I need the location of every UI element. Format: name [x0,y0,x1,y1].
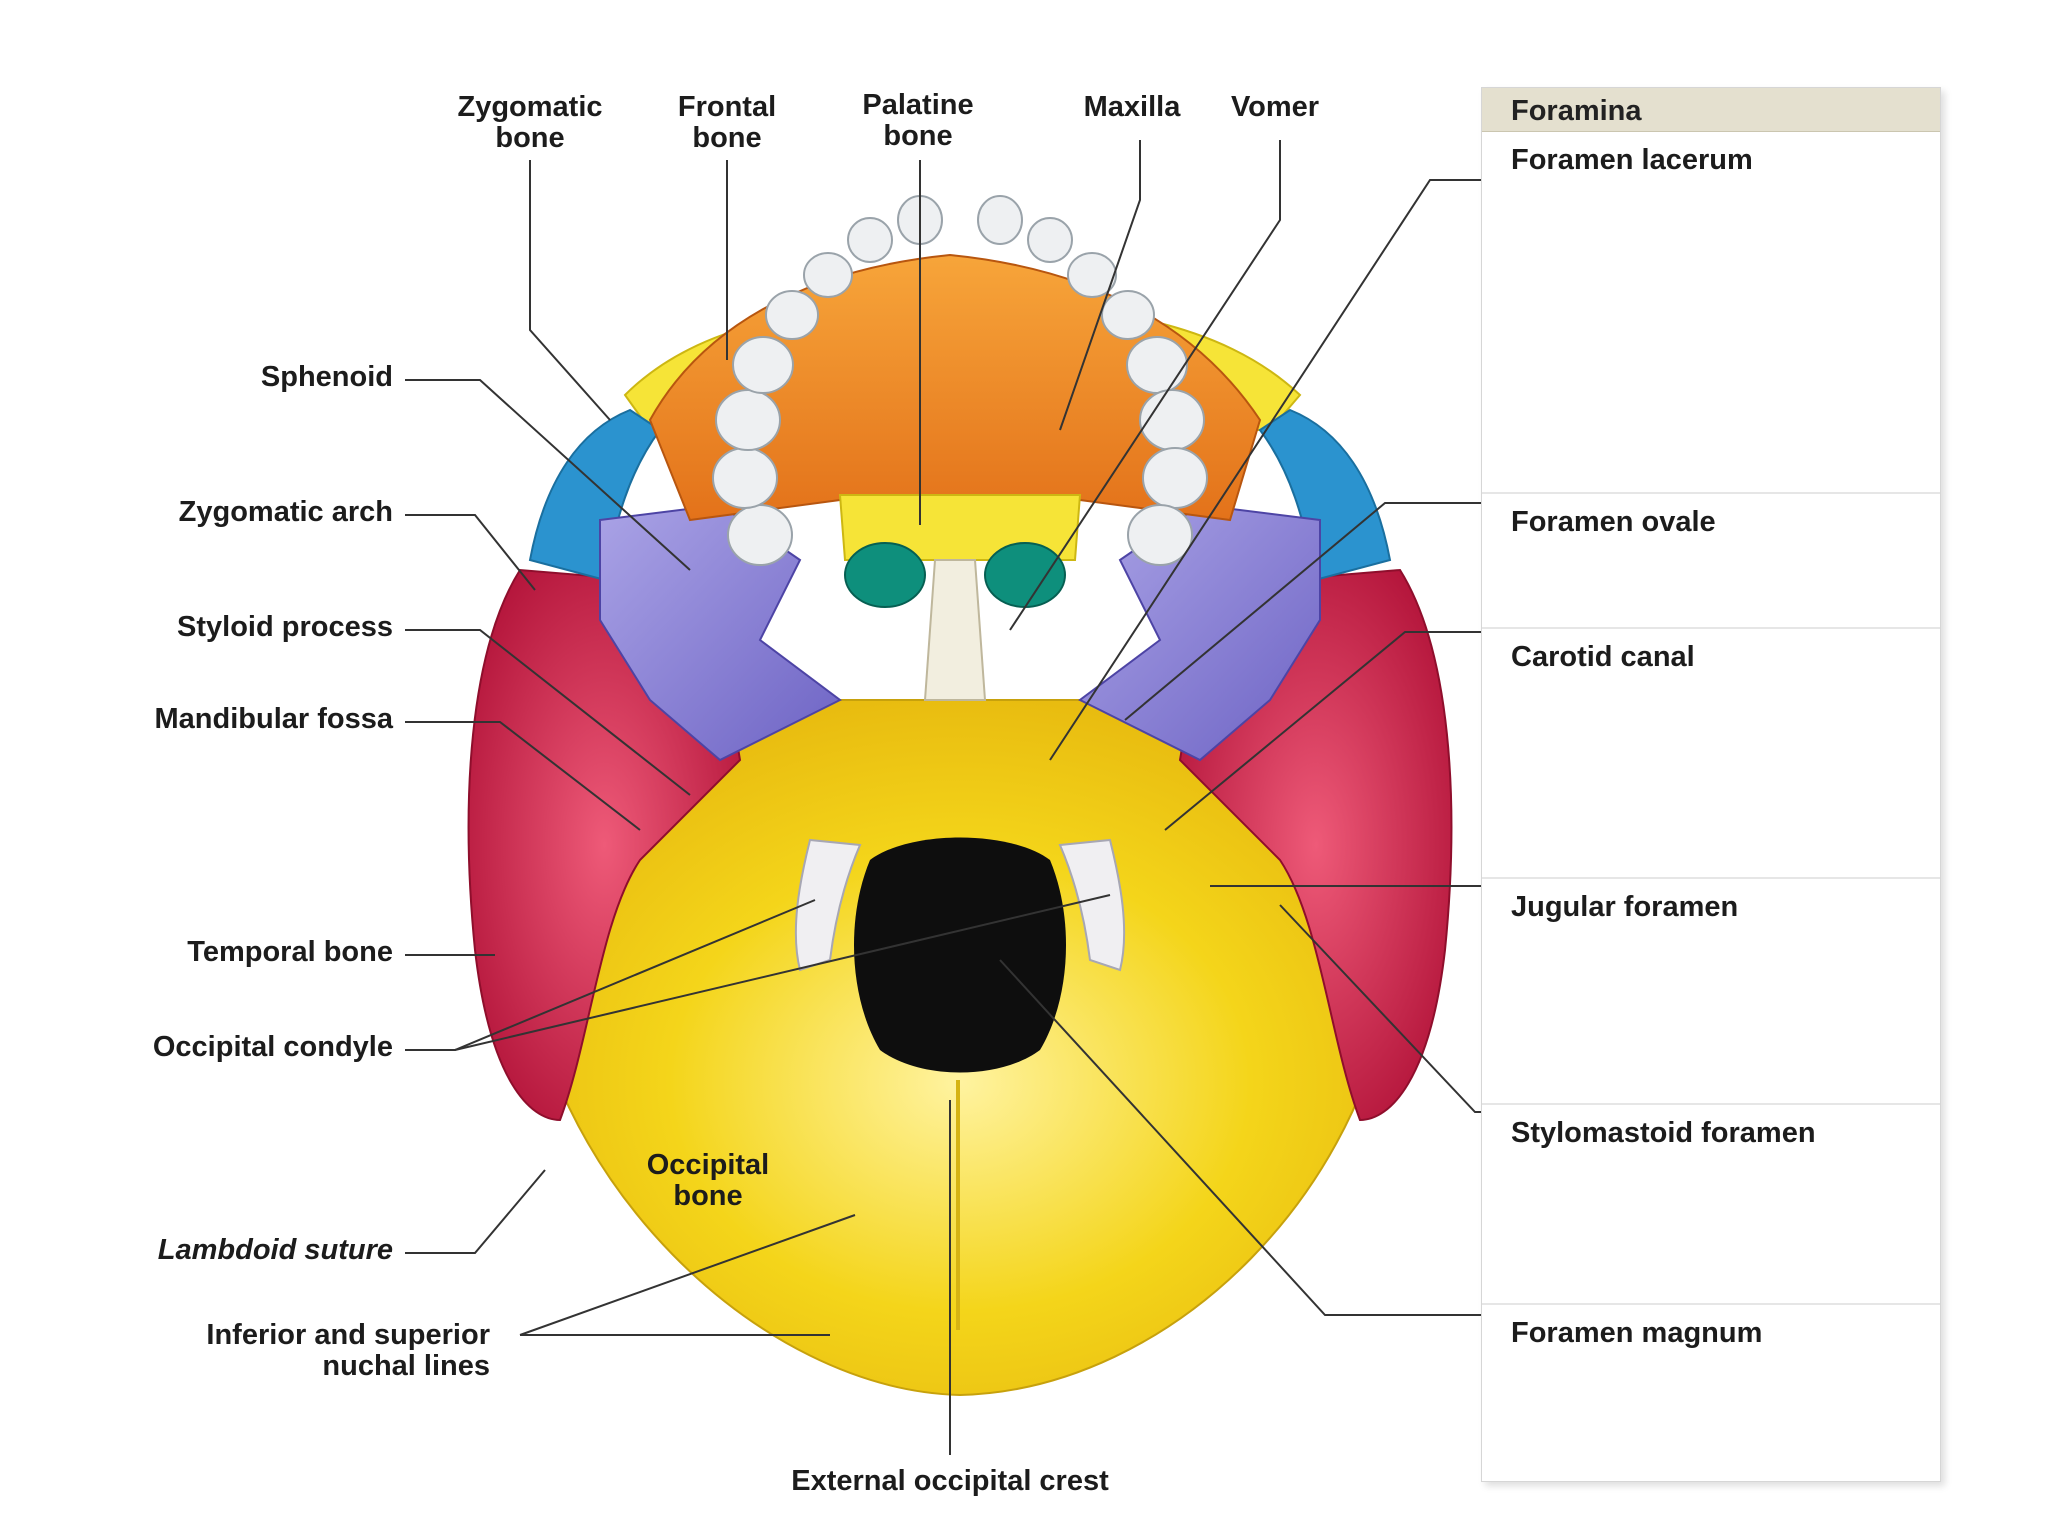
label-occipital-condyle: Occipital condyle [152,1031,393,1063]
right-occipital-condyle [1058,838,1126,972]
label-occipital-bone: Occipital bone [646,1149,770,1212]
foramina-row-lacerum: Foramen lacerum [1482,132,1940,492]
foramina-row-label: Foramen ovale [1511,506,1716,538]
foramina-panel: Foramina Foramen lacerum Foramen ovale C… [1481,87,1941,1482]
label-frontal-bone: Frontal bone [677,91,777,154]
foramina-row-label: Stylomastoid foramen [1511,1117,1816,1149]
left-nasal-opening [844,542,926,608]
foramina-row-label: Jugular foramen [1511,891,1739,923]
foramina-row-magnum: Foramen magnum [1482,1303,1940,1481]
label-external-occipital-crest: External occipital crest [791,1465,1109,1497]
foramina-row-carotid: Carotid canal [1482,627,1940,879]
right-nasal-opening [984,542,1066,608]
foramen-magnum-shape [853,837,1067,1073]
label-vomer: Vomer [1230,91,1320,123]
label-palatine-bone: Palatine bone [862,89,974,152]
label-zygomatic-bone: Zygomatic bone [457,91,603,154]
label-zygomatic-arch: Zygomatic arch [178,496,393,528]
label-styloid-process: Styloid process [177,611,393,643]
foramina-row-label: Foramen lacerum [1511,144,1753,176]
foramina-row-ovale: Foramen ovale [1482,492,1940,629]
foramina-row-stylomastoid: Stylomastoid foramen [1482,1103,1940,1305]
teeth-row [712,195,1208,566]
label-lambdoid-suture: Lambdoid suture [157,1234,393,1266]
foramina-row-label: Carotid canal [1511,641,1695,673]
label-sphenoid: Sphenoid [260,361,393,393]
label-maxilla: Maxilla [1083,91,1181,123]
label-temporal-bone: Temporal bone [187,936,393,968]
foramina-panel-header: Foramina [1482,88,1940,132]
label-mandibular-fossa: Mandibular fossa [154,703,394,735]
vomer-shape [923,559,987,701]
foramina-row-jugular: Jugular foramen [1482,877,1940,1105]
foramina-panel-title: Foramina [1511,95,1642,127]
foramina-row-label: Foramen magnum [1511,1317,1763,1349]
label-nuchal-lines: Inferior and superior nuchal lines [206,1319,490,1382]
